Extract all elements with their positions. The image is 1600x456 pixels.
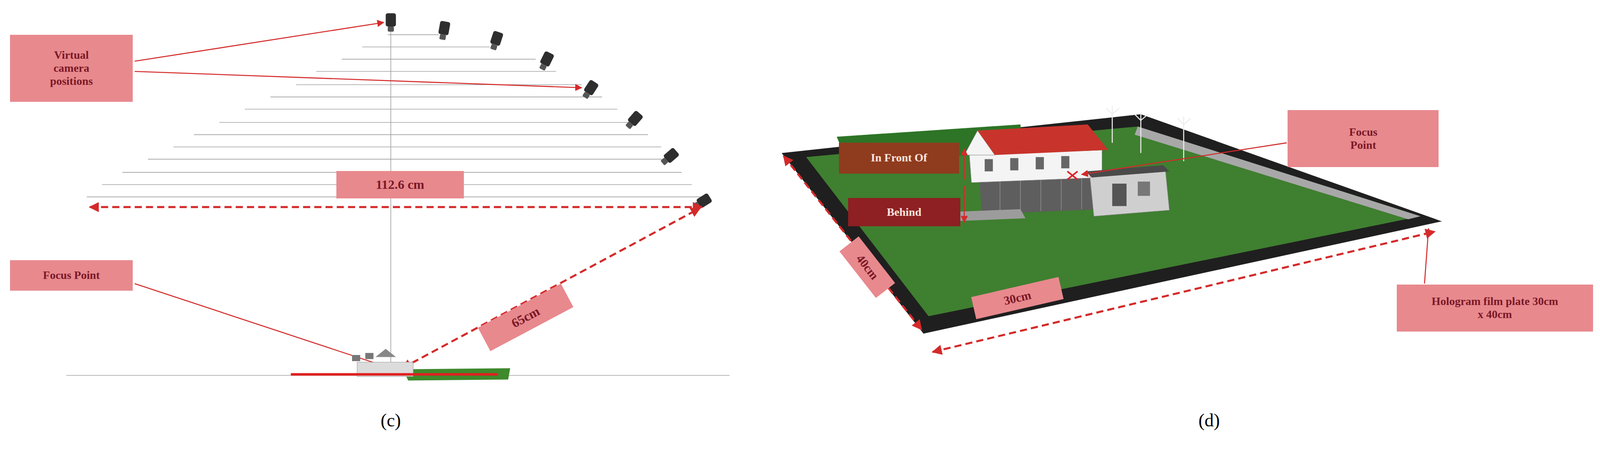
callout-box: Hologram film plate 30cm x 40cm — [1396, 284, 1593, 332]
house-model — [1010, 157, 1019, 171]
virtual-camera — [537, 50, 555, 72]
scene-side-view — [290, 373, 498, 376]
house-model — [984, 159, 993, 172]
leader-line — [134, 22, 384, 62]
label-text: Virtual camera positions — [36, 48, 107, 88]
callout-box: Virtual camera positions — [10, 34, 133, 103]
label-text: 65cm — [508, 303, 543, 332]
depth-arrow — [963, 148, 965, 223]
label-text: Hologram film plate 30cm x 40cm — [1429, 295, 1560, 322]
panel-label: (d) — [1198, 409, 1220, 431]
dimension-arrow — [89, 206, 702, 209]
panel-label: (c) — [380, 409, 402, 431]
scene-side-view — [352, 355, 361, 362]
dimension-label: 112.6 cm — [336, 171, 464, 199]
wind-turbine — [1134, 112, 1148, 121]
house-model — [1060, 177, 1062, 211]
virtual-camera — [623, 110, 644, 131]
virtual-camera — [387, 26, 394, 32]
depth-label: Behind — [848, 197, 961, 227]
house-model — [1137, 181, 1151, 196]
virtual-camera — [489, 30, 504, 47]
virtual-camera — [659, 147, 680, 167]
callout-box: Focus Point — [10, 260, 133, 291]
dimension-arrow — [89, 207, 702, 369]
focus-marker — [1067, 171, 1078, 180]
label-text: 40cm — [853, 251, 882, 283]
label-text: Focus Point — [1339, 125, 1388, 152]
wind-turbine — [1106, 106, 1120, 115]
house-model — [999, 176, 1082, 214]
wind-turbine — [1106, 106, 1191, 162]
callout-box: Focus Point — [1287, 110, 1439, 168]
depth-arrow — [963, 185, 965, 223]
dimension-arrow — [783, 156, 1435, 353]
house-model — [1112, 183, 1127, 207]
label-text: Behind — [886, 205, 922, 219]
camera-rails — [219, 122, 633, 123]
wind-turbine — [1111, 114, 1113, 144]
focus-marker — [1067, 171, 1078, 180]
camera-rails — [295, 84, 582, 85]
virtual-camera — [385, 13, 396, 27]
dimension-label: 65cm — [477, 283, 574, 352]
camera-rails — [387, 34, 439, 35]
house-model — [977, 124, 1109, 155]
house-model — [1035, 157, 1044, 170]
dimension-arrow — [402, 207, 701, 369]
camera-rails — [316, 70, 557, 72]
house-model — [1081, 176, 1082, 210]
leader-line — [134, 283, 395, 370]
focus-marker — [1067, 171, 1078, 180]
virtual-camera — [385, 13, 396, 32]
virtual-camera — [582, 91, 591, 99]
label-text: In Front Of — [870, 151, 928, 165]
camera-rails — [147, 158, 674, 160]
label-text: 112.6 cm — [375, 177, 425, 193]
virtual-camera — [539, 63, 547, 71]
scene-side-view — [290, 348, 510, 381]
label-text: 30cm — [1002, 288, 1033, 309]
virtual-camera — [660, 157, 669, 166]
scene-side-view — [375, 348, 396, 358]
virtual-camera — [437, 20, 451, 41]
scene-side-view — [365, 352, 374, 359]
camera-rails — [244, 108, 618, 110]
leader-line — [134, 71, 582, 88]
depth-arrow — [963, 148, 965, 180]
house-model — [999, 180, 1001, 214]
leader-line — [1424, 228, 1429, 284]
virtual-camera — [625, 121, 634, 130]
dimension-arrow — [932, 231, 1435, 353]
camera-rails — [362, 46, 490, 47]
dimension-label: 40cm — [839, 236, 896, 299]
virtual-camera — [439, 33, 447, 41]
camera-rails — [173, 146, 662, 148]
wind-turbine — [1177, 116, 1191, 125]
virtual-camera — [580, 79, 600, 101]
house-model — [1019, 179, 1021, 213]
house-model — [1040, 178, 1041, 212]
wind-turbine — [1183, 124, 1185, 162]
virtual-camera — [489, 43, 498, 51]
label-text: Focus Point — [43, 268, 101, 282]
leader-line — [1081, 142, 1287, 175]
dimension-arrow — [783, 156, 922, 330]
camera-rails — [342, 58, 537, 60]
virtual-camera — [438, 20, 451, 36]
depth-label: In Front Of — [838, 142, 960, 174]
house-model — [943, 124, 1170, 222]
camera-rails — [194, 134, 649, 135]
leader-line — [134, 22, 582, 370]
wind-turbine — [1140, 120, 1142, 154]
virtual-camera — [488, 30, 504, 51]
camera-rails — [270, 96, 602, 98]
house-model — [1061, 156, 1070, 169]
virtual-camera — [691, 192, 713, 212]
dimension-label: 30cm — [971, 276, 1064, 319]
